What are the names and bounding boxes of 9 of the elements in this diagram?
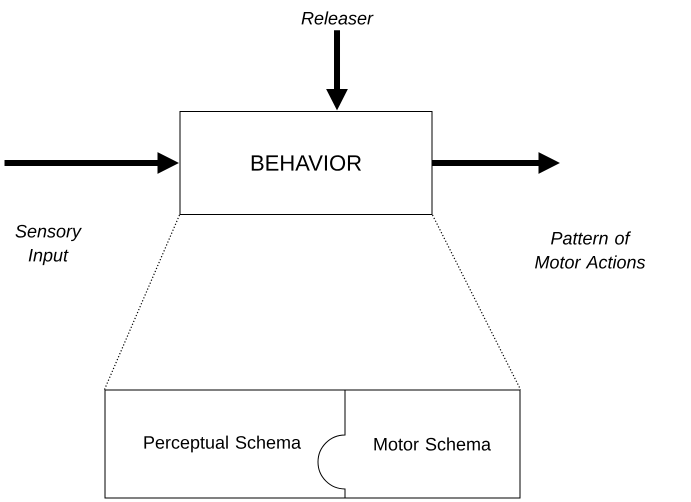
input-label: Releaser <box>302 11 374 25</box>
schema-label: Motor Schema <box>374 437 491 451</box>
zoom-line <box>432 214 522 390</box>
input-label: Pattern of Motor Actions <box>535 231 646 269</box>
behavior-box: BEHAVIOR <box>180 111 432 215</box>
schema-box <box>104 390 520 498</box>
input-label: Sensory Input <box>16 224 82 266</box>
schema-label: Perceptual Schema <box>144 436 302 452</box>
zoom-line <box>104 214 180 390</box>
